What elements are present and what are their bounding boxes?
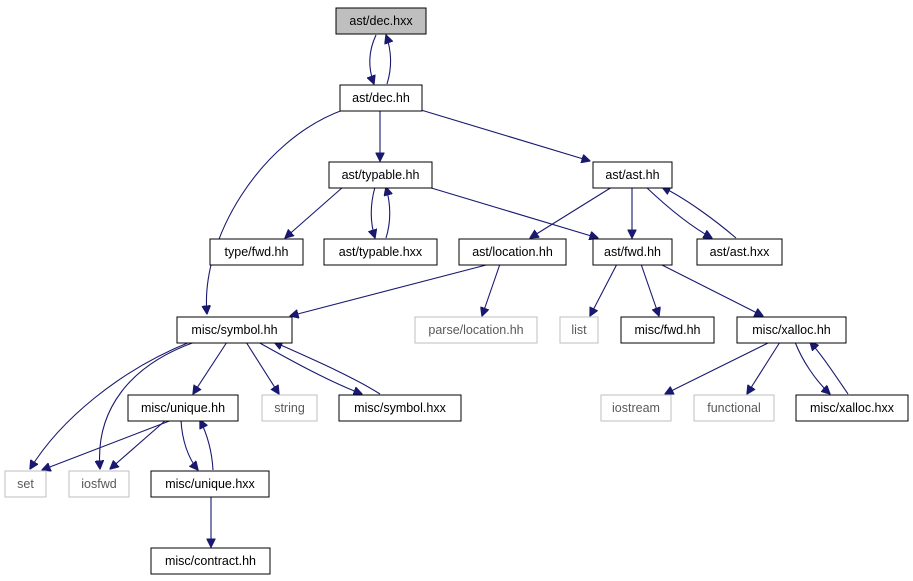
edge-symbol-hh-to-set (30, 341, 191, 469)
edge-ast-hxx-to-ast-hh (662, 187, 737, 239)
edge-symbol-hxx-to-symbol-hh (274, 342, 381, 395)
node-iostream[interactable]: iostream (600, 394, 672, 422)
edge-ast-hh-to-ast-hxx (645, 186, 712, 238)
node-functional[interactable]: functional (693, 394, 775, 422)
node-misc-xalloc-hh[interactable]: misc/xalloc.hh (736, 316, 847, 344)
edge-typable-hh-to-typable-hxx (371, 186, 375, 238)
node-misc-symbol-hh[interactable]: misc/symbol.hh (176, 316, 293, 344)
edge-ast-hh-to-location-hh (530, 186, 613, 238)
node-label: misc/unique.hxx (165, 477, 255, 491)
edge-unique-hh-to-set (42, 419, 173, 470)
node-type-fwd-hh[interactable]: type/fwd.hh (209, 238, 304, 266)
node-list[interactable]: list (559, 316, 599, 344)
edge-symbol-hh-to-unique-hh (193, 341, 228, 394)
edge-symbol-hh-to-string (245, 341, 279, 394)
edge-xalloc-hh-to-xalloc-hxx (794, 341, 830, 394)
node-iosfwd[interactable]: iosfwd (68, 470, 130, 498)
edge-location-hh-to-parse-location-hh (482, 263, 501, 316)
node-ast-dec-hh[interactable]: ast/dec.hh (339, 84, 423, 112)
node-label: string (274, 401, 305, 415)
edge-unique-hh-to-unique-hxx (180, 419, 198, 470)
node-label: list (571, 323, 587, 337)
edge-dec-hxx-to-dec-hh (370, 34, 377, 84)
node-ast-ast-hxx[interactable]: ast/ast.hxx (696, 238, 783, 266)
node-label: misc/symbol.hxx (354, 401, 446, 415)
node-label: parse/location.hh (428, 323, 523, 337)
edge-typable-hh-to-type-fwd-hh (285, 186, 344, 238)
node-string[interactable]: string (261, 394, 318, 422)
node-label: type/fwd.hh (225, 245, 289, 259)
node-label: ast/location.hh (472, 245, 553, 259)
edge-dec-hh-to-symbol-hh (206, 109, 344, 314)
node-misc-contract-hh[interactable]: misc/contract.hh (150, 547, 271, 575)
edge-location-hh-to-symbol-hh (290, 263, 491, 316)
edge-unique-hh-to-iosfwd (110, 419, 167, 469)
edge-xalloc-hh-to-functional (747, 341, 781, 394)
edge-symbol-hh-to-symbol-hxx (257, 341, 362, 394)
node-ast-location-hh[interactable]: ast/location.hh (458, 238, 567, 266)
edge-unique-hxx-to-unique-hh (200, 420, 214, 471)
node-misc-xalloc-hxx[interactable]: misc/xalloc.hxx (795, 394, 909, 422)
node-label: iosfwd (81, 477, 116, 491)
node-label: ast/ast.hh (605, 168, 659, 182)
edge-symbol-hh-to-iosfwd (100, 341, 196, 469)
node-misc-fwd-hh[interactable]: misc/fwd.hh (620, 316, 715, 344)
edge-ast-fwd-hh-to-list (590, 263, 618, 316)
node-label: functional (707, 401, 761, 415)
node-ast-fwd-hh[interactable]: ast/fwd.hh (592, 238, 673, 266)
node-misc-symbol-hxx[interactable]: misc/symbol.hxx (338, 394, 462, 422)
edge-dec-hh-to-ast-hh (420, 109, 590, 161)
node-misc-unique-hxx[interactable]: misc/unique.hxx (150, 470, 270, 498)
node-label: ast/dec.hxx (349, 14, 413, 28)
node-label: set (17, 477, 34, 491)
edge-ast-fwd-hh-to-xalloc-hh (659, 263, 763, 316)
node-ast-typable-hxx[interactable]: ast/typable.hxx (323, 238, 438, 266)
edge-ast-fwd-hh-to-misc-fwd-hh (640, 263, 659, 316)
node-label: misc/unique.hh (141, 401, 225, 415)
node-label: ast/ast.hxx (710, 245, 770, 259)
node-label: ast/typable.hh (342, 168, 420, 182)
node-label: ast/typable.hxx (339, 245, 423, 259)
edge-typable-hxx-to-typable-hh (386, 187, 390, 239)
node-label: misc/contract.hh (165, 554, 256, 568)
edge-typable-hh-to-ast-fwd-hh (427, 186, 598, 238)
node-ast-ast-hh[interactable]: ast/ast.hh (592, 161, 673, 189)
node-label: ast/dec.hh (352, 91, 410, 105)
node-ast-typable-hh[interactable]: ast/typable.hh (328, 161, 433, 189)
node-label: misc/xalloc.hh (752, 323, 831, 337)
edge-dec-hh-to-dec-hxx (386, 35, 391, 85)
node-misc-unique-hh[interactable]: misc/unique.hh (127, 394, 239, 422)
node-label: misc/xalloc.hxx (810, 401, 895, 415)
edge-xalloc-hh-to-iostream (665, 341, 771, 394)
node-label: misc/fwd.hh (635, 323, 701, 337)
node-label: misc/symbol.hh (191, 323, 277, 337)
node-set[interactable]: set (4, 470, 47, 498)
edge-xalloc-hxx-to-xalloc-hh (810, 342, 849, 395)
node-parse-location-hh[interactable]: parse/location.hh (414, 316, 538, 344)
node-label: iostream (612, 401, 660, 415)
node-ast-dec-hxx[interactable]: ast/dec.hxx (335, 7, 427, 35)
node-label: ast/fwd.hh (604, 245, 661, 259)
